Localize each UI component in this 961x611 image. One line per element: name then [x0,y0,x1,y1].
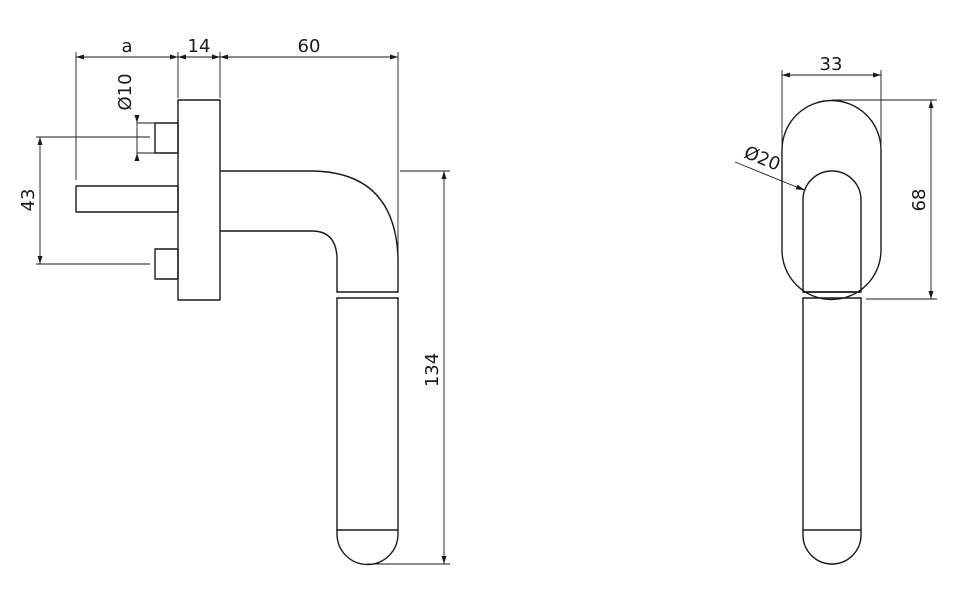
bottom-pin [154,248,179,280]
pin-spacing-label: 43 [18,189,39,212]
plate-thickness-label: 14 [188,36,211,57]
rose-height-label: 68 [909,189,930,212]
inner-diameter-label: Ø20 [741,142,783,175]
lever-length-label: 134 [422,353,443,387]
pin-diameter-label: Ø10 [115,73,136,110]
lever-neck-outer [219,170,399,293]
front-end-cap [802,529,862,565]
front-view-dimensions: 33 68 Ø20 [734,54,937,300]
reach-label: 60 [298,36,321,57]
front-view [781,99,882,565]
side-view [75,99,399,566]
spindle [75,185,179,213]
top-pin [154,122,179,154]
side-view-dimensions: a 14 60 Ø10 43 134 [18,36,450,565]
rose-width-label: 33 [820,54,843,75]
mounting-plate [177,99,221,301]
lever-end-cap [336,529,399,566]
rose-outline [781,99,882,301]
offset-label: a [121,36,132,57]
rose-inner-outline [802,170,862,293]
lever-neck-inner [219,230,338,293]
